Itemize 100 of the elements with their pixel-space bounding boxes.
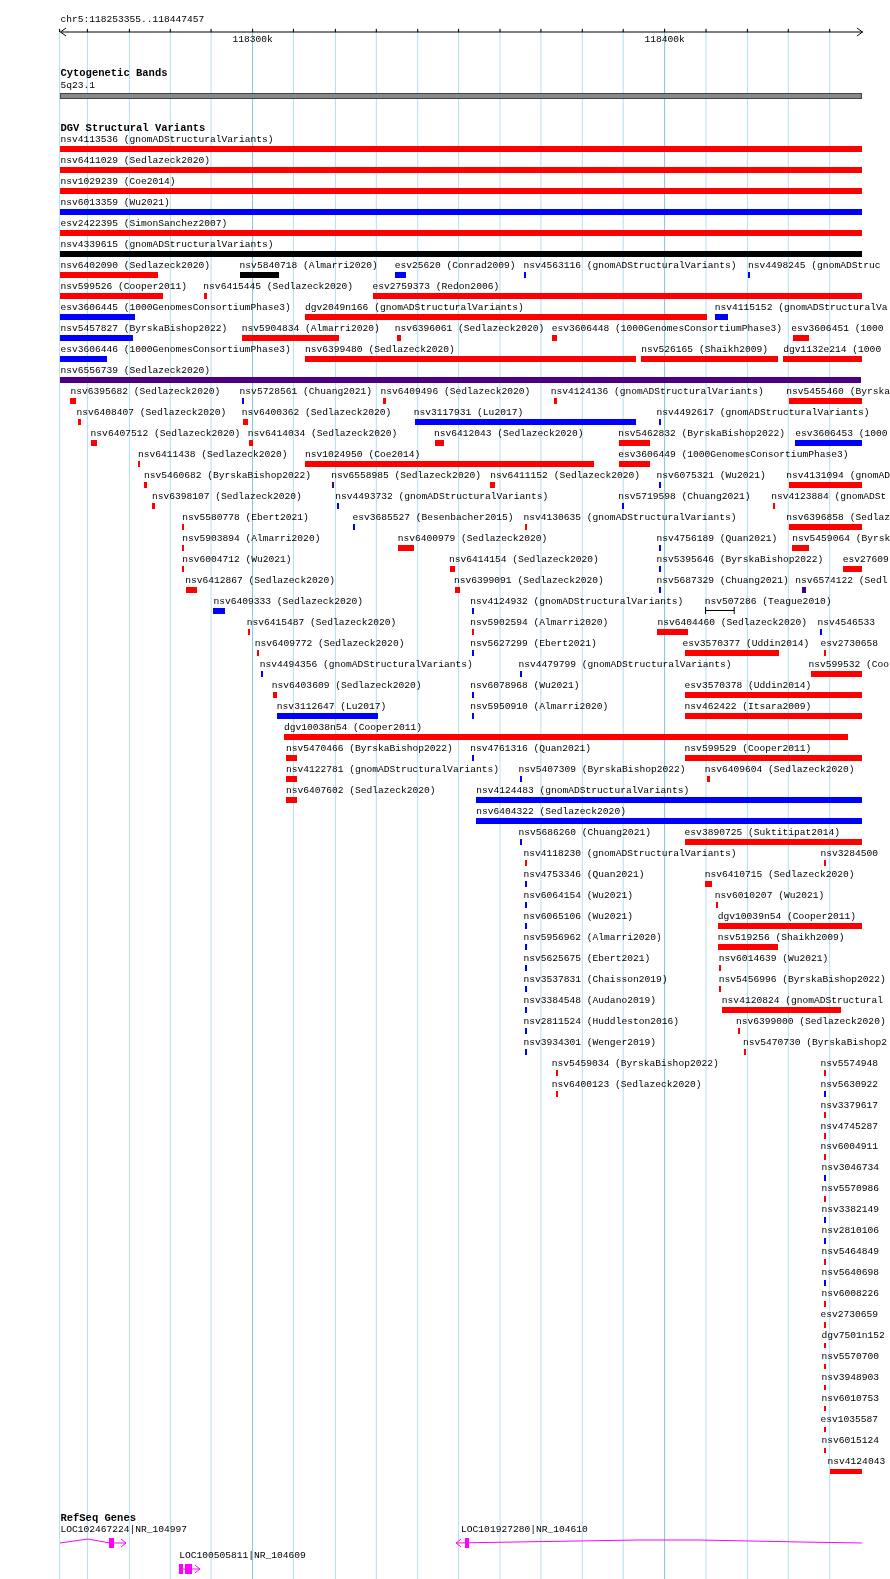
variant-label: nsv1029239 (Coe2014) bbox=[60, 175, 176, 188]
variant-label: nsv5630922 bbox=[820, 1078, 879, 1091]
variant-label: nsv6409496 (Sedlazeck2020) bbox=[380, 385, 531, 398]
variant-label: nsv4761316 (Quan2021) bbox=[470, 742, 592, 755]
variant-label: nsv5407309 (ByrskaBishop2022) bbox=[518, 763, 686, 776]
variant-label: nsv599526 (Cooper2011) bbox=[60, 280, 188, 293]
variant-label: nsv3284500 bbox=[820, 847, 879, 860]
variant-label: nsv507286 (Teague2010) bbox=[704, 595, 832, 608]
variant-label: nsv5470730 (ByrskaBishop2 bbox=[743, 1036, 887, 1049]
variant-label: nsv6409772 (Sedlazeck2020) bbox=[254, 637, 405, 650]
axis-tick-label: 118400k bbox=[644, 34, 685, 47]
variant-label: nsv5687329 (Chuang2021) bbox=[656, 574, 789, 587]
gene-label: LOC101927280|NR_104610 bbox=[461, 1524, 588, 1537]
variant-label: nsv5462832 (ByrskaBishop2022) bbox=[618, 427, 786, 440]
variant-label: nsv5459064 (Byrsk bbox=[792, 532, 890, 545]
variant-label: nsv6395682 (Sedlazeck2020) bbox=[70, 385, 221, 398]
variant-label: esv2422395 (SimonSanchez2007) bbox=[60, 217, 228, 230]
variant-label: nsv6010207 (Wu2021) bbox=[714, 889, 825, 902]
variant-label: nsv6409604 (Sedlazeck2020) bbox=[704, 763, 855, 776]
variant-label: nsv6558985 (Sedlazeck2020) bbox=[331, 469, 481, 482]
variant-label: nsv6013359 (Wu2021) bbox=[60, 196, 170, 209]
variant-label: nsv4546533 bbox=[817, 616, 876, 629]
variant-label: nsv3046734 bbox=[821, 1162, 880, 1175]
variant-label: nsv6404460 (Sedlazeck2020) bbox=[657, 616, 808, 629]
variant-label: esv2759373 (Redon2006) bbox=[372, 280, 500, 293]
variant-label: esv3570377 (Uddin2014) bbox=[682, 637, 810, 650]
gene-label: LOC102467224|NR_104997 bbox=[60, 1524, 188, 1537]
variant-label: nsv6078968 (Wu2021) bbox=[470, 679, 580, 692]
variant-label: nsv599529 (Cooper2011) bbox=[684, 742, 812, 755]
variant-label: nsv6064154 (Wu2021) bbox=[523, 889, 633, 902]
variant-label: nsv5902594 (Almarri2020) bbox=[470, 616, 609, 629]
variant-label: nsv6075321 (Wu2021) bbox=[656, 469, 766, 482]
variant-label: nsv6399480 (Sedlazeck2020) bbox=[305, 343, 455, 356]
variant-label: nsv5580778 (Ebert2021) bbox=[182, 511, 309, 524]
variant-label: esv2730659 bbox=[820, 1309, 879, 1322]
variant-label: nsv1024950 (Coe2014) bbox=[305, 448, 421, 461]
variant-label: nsv4745287 bbox=[820, 1120, 879, 1133]
variant-label: nsv6404322 (Sedlazeck2020) bbox=[476, 805, 626, 818]
variant-label: nsv6415445 (Sedlazeck2020) bbox=[203, 280, 354, 293]
variant-label: nsv5570700 bbox=[821, 1351, 880, 1364]
axis-tick-label: 118300k bbox=[232, 34, 273, 47]
variant-label: nsv2810106 bbox=[821, 1225, 880, 1238]
variant-label: nsv6414034 (Sedlazeck2020) bbox=[247, 427, 398, 440]
variant-label: esv3570378 (Uddin2014) bbox=[684, 679, 812, 692]
variant-label: nsv4131094 (gnomAD bbox=[786, 469, 890, 482]
variant-label: nsv6396061 (Sedlazeck2020) bbox=[394, 322, 545, 335]
variant-label: esv3606448 (1000GenomesConsortiumPhase3) bbox=[551, 322, 782, 335]
variant-label: nsv6399091 (Sedlazeck2020) bbox=[454, 574, 604, 587]
variant-label: esv2730658 bbox=[820, 637, 879, 650]
variant-label: nsv5627299 (Ebert2021) bbox=[470, 637, 597, 650]
variant-label: nsv6407602 (Sedlazeck2020) bbox=[285, 784, 436, 797]
variant-label: nsv6015124 bbox=[821, 1435, 880, 1448]
variant-label: nsv4124483 (gnomADStructuralVariants) bbox=[476, 784, 690, 797]
variant-label: nsv6400979 (Sedlazeck2020) bbox=[397, 532, 548, 545]
variant-label: nsv5956962 (Almarri2020) bbox=[523, 931, 662, 944]
variant-label: nsv3384548 (Audano2019) bbox=[523, 994, 656, 1007]
variant-label: nsv4124932 (gnomADStructuralVariants) bbox=[470, 595, 684, 608]
variant-label: esv3606445 (1000GenomesConsortiumPhase3) bbox=[60, 301, 291, 314]
variant-label: nsv5570986 bbox=[821, 1183, 880, 1196]
variant-label: nsv4563116 (gnomADStructuralVariants) bbox=[523, 259, 737, 272]
variant-label: esv3606451 (1000 bbox=[791, 322, 884, 335]
variant-label: nsv6010753 bbox=[821, 1393, 880, 1406]
variant-label: nsv6408407 (Sedlazeck2020) bbox=[76, 406, 227, 419]
variant-label: nsv519256 (Shaikh2009) bbox=[717, 931, 845, 944]
variant-label: nsv5640698 bbox=[821, 1267, 880, 1280]
variant-label: esv3606449 (1000GenomesConsortiumPhase3) bbox=[618, 448, 849, 461]
variant-label: nsv4123884 (gnomADSt bbox=[771, 490, 887, 503]
variant-label: nsv5904834 (Almarri2020) bbox=[241, 322, 380, 335]
variant-label: nsv4753346 (Quan2021) bbox=[523, 868, 645, 881]
variant-label: nsv6398107 (Sedlazeck2020) bbox=[152, 490, 302, 503]
variant-label: nsv462422 (Itsara2009) bbox=[684, 700, 812, 713]
variant-label: nsv5574948 bbox=[820, 1057, 879, 1070]
variant-label: nsv5457827 (ByrskaBishop2022) bbox=[60, 322, 228, 335]
variant-label: nsv4494356 (gnomADStructuralVariants) bbox=[259, 658, 473, 671]
variant-label: nsv5455460 (Byrska bbox=[786, 385, 890, 398]
variant-label: nsv6412043 (Sedlazeck2020) bbox=[433, 427, 584, 440]
variant-label: nsv3117931 (Lu2017) bbox=[413, 406, 524, 419]
variant-label: nsv4498245 (gnomADStruc bbox=[748, 259, 881, 272]
variant-label: nsv6409333 (Sedlazeck2020) bbox=[213, 595, 364, 608]
variant-label: nsv5459034 (ByrskaBishop2022) bbox=[551, 1057, 719, 1070]
variant-label: nsv599532 (Coo bbox=[808, 658, 890, 671]
variant-label: nsv5686260 (Chuang2021) bbox=[518, 826, 651, 839]
variant-label: nsv6410715 (Sedlazeck2020) bbox=[704, 868, 855, 881]
variant-label: nsv5395646 (ByrskaBishop2022) bbox=[656, 553, 824, 566]
variant-label: nsv6407512 (Sedlazeck2020) bbox=[90, 427, 241, 440]
variant-label: nsv5464849 bbox=[821, 1246, 880, 1259]
variant-label: dgv7501n152 bbox=[821, 1330, 885, 1343]
variant-label: nsv6412867 (Sedlazeck2020) bbox=[185, 574, 335, 587]
variant-label: nsv4130635 (gnomADStructuralVariants) bbox=[523, 511, 737, 524]
gene-label: LOC100505811|NR_104609 bbox=[179, 1550, 306, 1563]
variant-label: nsv4124136 (gnomADStructuralVariants) bbox=[550, 385, 764, 398]
variant-label: nsv3948903 bbox=[821, 1372, 880, 1385]
variant-label: nsv6400123 (Sedlazeck2020) bbox=[551, 1078, 702, 1091]
variant-label: nsv5840718 (Almarri2020) bbox=[239, 259, 378, 272]
variant-label: nsv5950910 (Almarri2020) bbox=[470, 700, 609, 713]
variant-label: nsv5625675 (Ebert2021) bbox=[523, 952, 651, 965]
track-title: DGV Structural Variants bbox=[60, 121, 206, 134]
variant-label: nsv6399000 (Sedlazeck2020) bbox=[735, 1015, 886, 1028]
variant-label: nsv6402090 (Sedlazeck2020) bbox=[60, 259, 211, 272]
variant-label: nsv6008226 bbox=[821, 1288, 880, 1301]
